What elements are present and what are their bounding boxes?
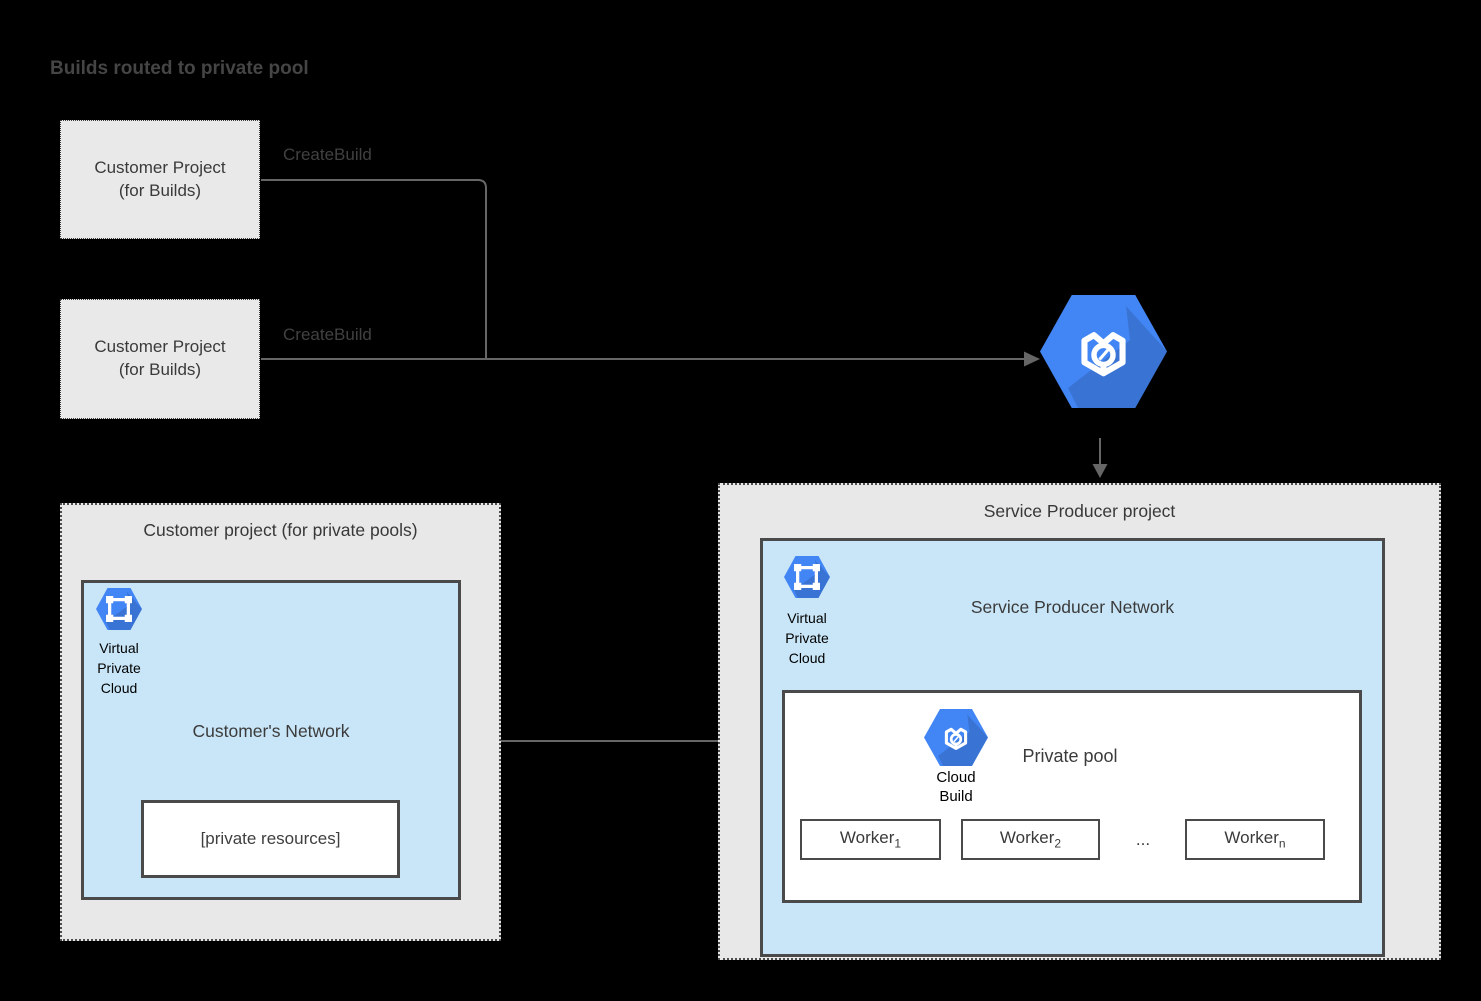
vpc-caption-line1: Virtual (99, 640, 139, 656)
workers-ellipsis: ... (1135, 830, 1151, 849)
vpc-caption: Virtual Private Cloud (762, 608, 852, 668)
worker-label: Worker (999, 828, 1055, 848)
worker-subscript: n (1278, 836, 1286, 851)
service-producer-network-label: Service Producer Network (970, 597, 1175, 617)
customer-project-title: Customer project (for private pools) (143, 520, 418, 540)
createbuild-label-2: CreateBuild (283, 325, 372, 344)
customers-network-label: Customer's Network (192, 721, 350, 741)
worker-label: Worker (839, 828, 895, 848)
cloud-build-caption-line2: Build (939, 788, 973, 805)
worker-box-n: Workern (1185, 819, 1325, 860)
createbuild-label-1: CreateBuild (283, 145, 372, 164)
cloud-build-icon (1040, 295, 1167, 408)
worker-label: Worker (1224, 828, 1279, 848)
diagram-title: Builds routed to private pool (50, 58, 309, 79)
vpc-caption-line1: Virtual (787, 610, 827, 626)
cloud-build-caption: Cloud Build (916, 768, 996, 806)
worker-box-2: Worker2 (961, 819, 1100, 860)
customer-project-label-line2: (for Builds) (118, 180, 202, 200)
customer-project-builds-box-2: Customer Project (for Builds) (60, 299, 260, 419)
virtual-private-cloud-icon (784, 556, 830, 598)
vpc-caption-line2: Private (97, 660, 141, 676)
cloud-build-caption-line1: Cloud (936, 769, 976, 786)
private-pool-box (782, 690, 1362, 903)
customer-project-label-line1: Customer Project (94, 157, 226, 177)
private-resources-box: [private resources] (141, 800, 400, 878)
worker-box-1: Worker1 (800, 819, 941, 860)
vpc-caption-line3: Cloud (100, 680, 138, 696)
arrowhead-into-cloud-build (1024, 351, 1040, 367)
worker-subscript: 2 (1054, 836, 1062, 851)
vpc-caption-line2: Private (785, 630, 829, 646)
arrowhead-down (1092, 464, 1108, 478)
worker-subscript: 1 (894, 836, 902, 851)
service-producer-project-title: Service Producer project (983, 501, 1176, 521)
vpc-caption: Virtual Private Cloud (74, 638, 164, 698)
customer-project-label-line1: Customer Project (94, 337, 226, 357)
cloud-build-icon-small (924, 709, 988, 766)
virtual-private-cloud-icon (96, 588, 142, 630)
private-resources-label: [private resources] (200, 828, 341, 848)
private-pool-label: Private pool (1022, 746, 1118, 766)
vpc-caption-line3: Cloud (788, 650, 826, 666)
customer-project-label-line2: (for Builds) (118, 360, 202, 379)
customer-project-builds-box-1: Customer Project (for Builds) (60, 120, 260, 239)
